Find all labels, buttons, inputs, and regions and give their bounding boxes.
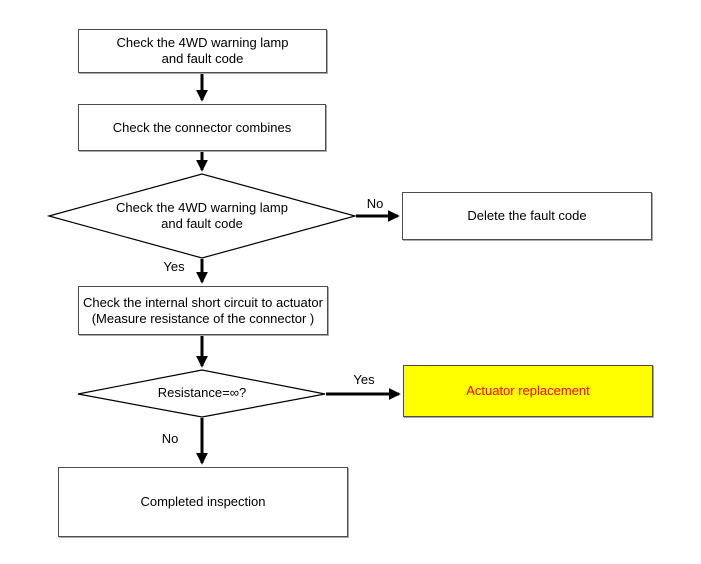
node-check-warning-lamp-label: Check the 4WD warning lamp and fault cod… [116,35,289,66]
decision-resistance-diamond [77,369,326,418]
node-check-warning-lamp: Check the 4WD warning lamp and fault cod… [78,29,327,73]
decision-lamp-diamond [46,173,358,259]
edge-label-resistance-no: No [161,431,179,446]
edge-label-lamp-no: No [366,196,384,211]
node-actuator-replacement: Actuator replacement [403,365,653,417]
node-check-short-circuit-label: Check the internal short circuit to actu… [83,294,323,326]
node-delete-fault-code: Delete the fault code [402,192,652,240]
node-completed-inspection-label: Completed inspection [140,494,266,509]
node-check-short-circuit: Check the internal short circuit to actu… [78,286,328,335]
edge-label-resistance-yes: Yes [353,372,375,387]
node-delete-fault-code-label: Delete the fault code [467,208,587,223]
node-actuator-replacement-label: Actuator replacement [466,383,590,398]
node-check-connector-label: Check the connector combines [112,119,292,135]
node-completed-inspection: Completed inspection [58,467,348,537]
node-check-connector: Check the connector combines [78,104,326,151]
edge-label-lamp-yes: Yes [163,259,185,274]
